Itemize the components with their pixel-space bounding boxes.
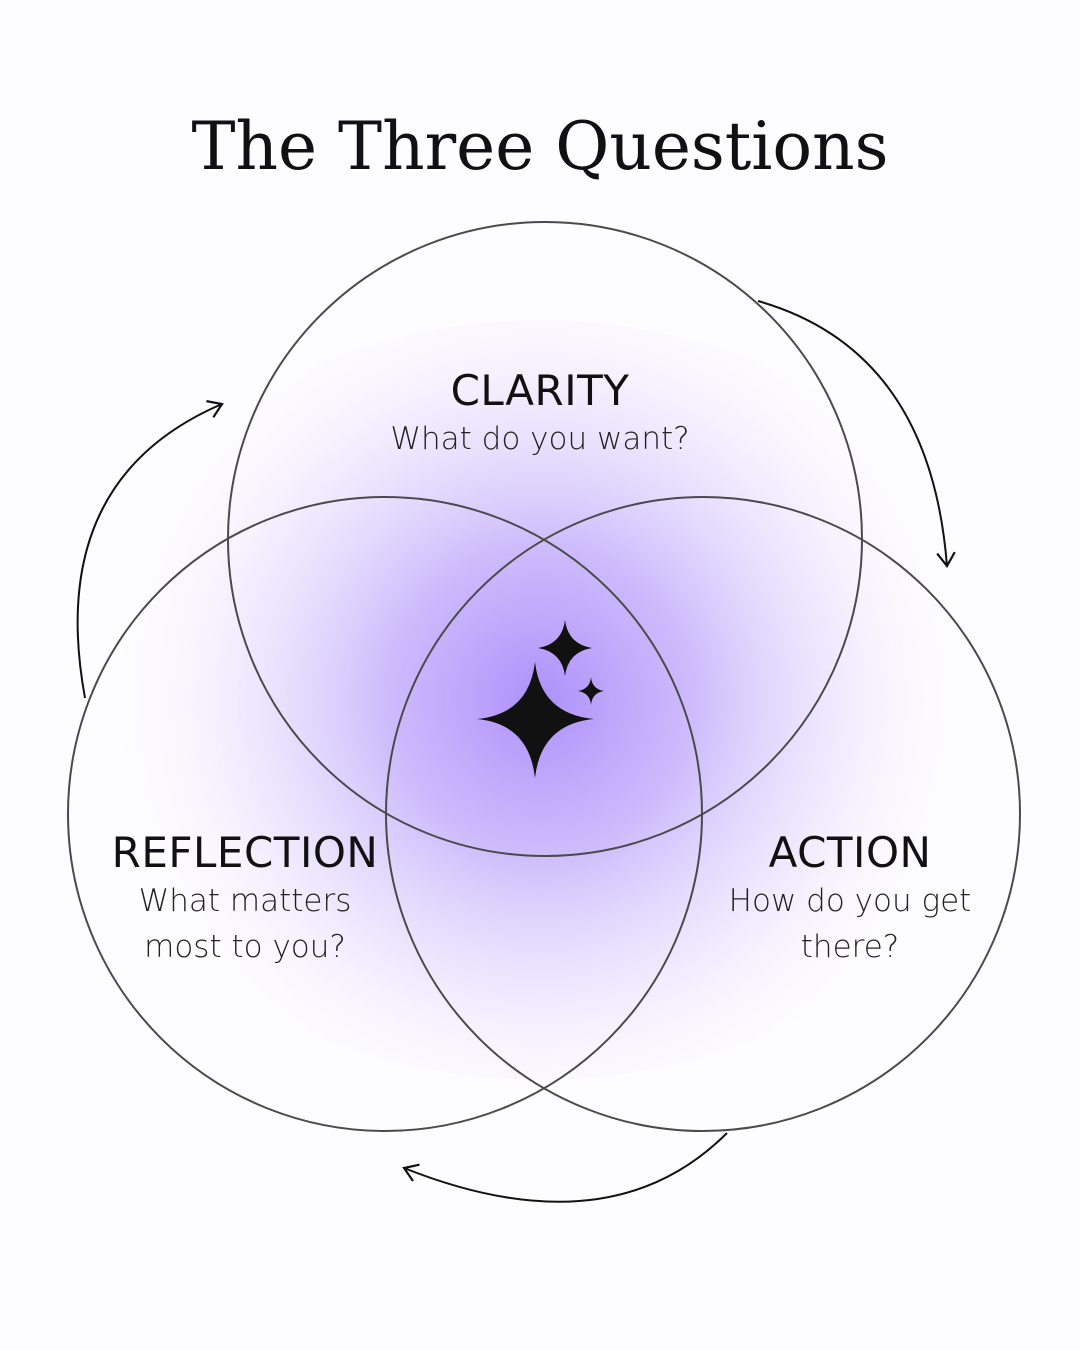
circle-action bbox=[385, 496, 1021, 1132]
reflection-question-line2: most to you? bbox=[144, 929, 346, 965]
reflection-heading: REFLECTION bbox=[111, 828, 379, 877]
reflection-question-line1: What matters bbox=[138, 883, 352, 919]
page-title: The Three Questions bbox=[191, 108, 889, 185]
action-heading: ACTION bbox=[768, 828, 932, 877]
sparkle-icon bbox=[477, 620, 604, 778]
arrow-clarity-to-action bbox=[757, 300, 956, 568]
arrow-action-to-reflection bbox=[402, 1132, 728, 1203]
arrow-reflection-to-clarity bbox=[76, 400, 224, 699]
sparkle-small-icon bbox=[578, 677, 604, 705]
action-question-line1: How do you get bbox=[728, 883, 972, 919]
action-question-line2: there? bbox=[800, 929, 900, 965]
sparkle-large-icon bbox=[477, 662, 594, 778]
clarity-heading: CLARITY bbox=[450, 366, 630, 415]
clarity-label: CLARITY What do you want? bbox=[340, 366, 740, 462]
sparkle-medium-icon bbox=[538, 620, 592, 676]
action-label: ACTION How do you get there? bbox=[700, 828, 1000, 970]
circle-reflection bbox=[67, 496, 703, 1132]
reflection-label: REFLECTION What matters most to you? bbox=[90, 828, 400, 970]
clarity-question: What do you want? bbox=[390, 421, 690, 457]
